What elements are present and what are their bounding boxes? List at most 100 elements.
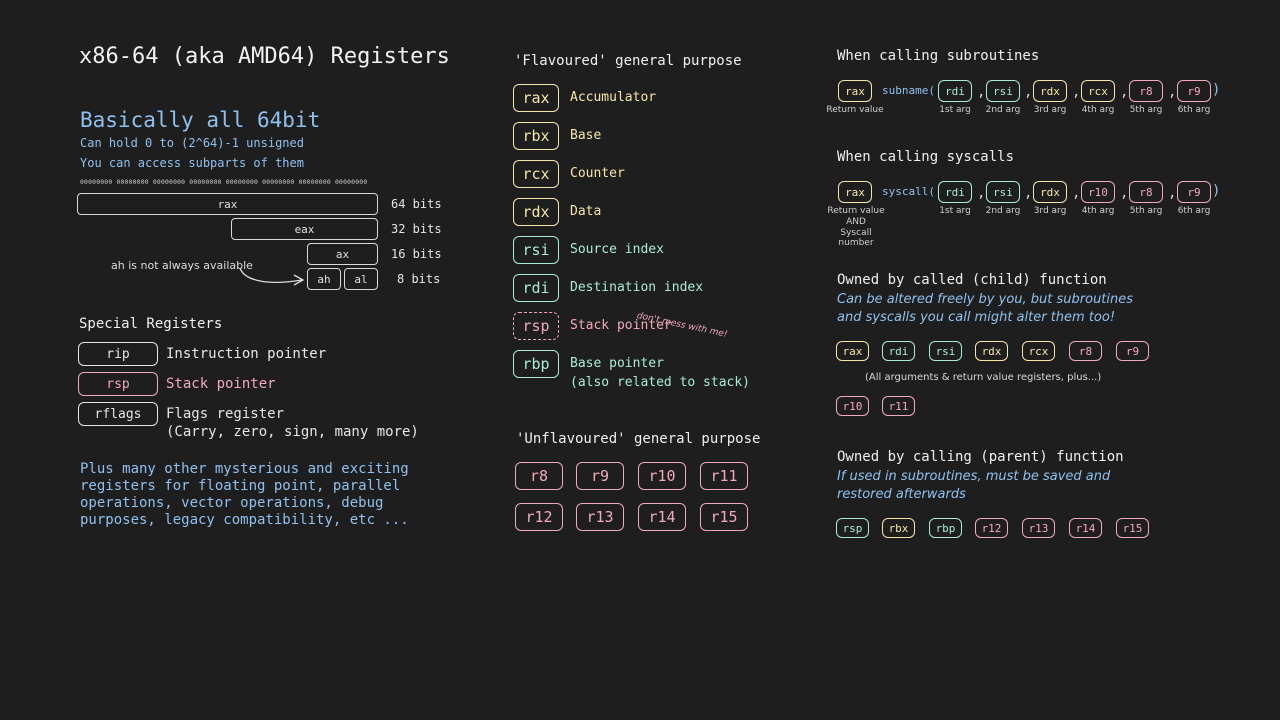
special-reg-rip-label: rip bbox=[106, 346, 130, 362]
special-desc-rflags: Flags register bbox=[166, 406, 285, 422]
syscall-arg-1-label: rdi bbox=[945, 185, 965, 199]
unflavoured-reg-r14: r14 bbox=[638, 503, 686, 531]
subroutine-arg-3: rdx bbox=[1033, 80, 1067, 102]
parent-reg-r12: r12 bbox=[975, 518, 1008, 538]
child-owned-heading: Owned by called (child) function bbox=[837, 272, 1107, 288]
syscall-arg-1-caption: 1st arg bbox=[939, 206, 971, 216]
subroutine-arg-3-caption: 3rd arg bbox=[1033, 105, 1067, 115]
child-reg-r9: r9 bbox=[1116, 341, 1149, 361]
unflavoured-reg-r8-label: r8 bbox=[529, 467, 549, 485]
register-ah-label: ah bbox=[317, 272, 331, 286]
child-reg-rax: rax bbox=[836, 341, 869, 361]
flavoured-reg-rcx: rcx bbox=[513, 160, 559, 188]
unflavoured-reg-r10-label: r10 bbox=[648, 467, 676, 485]
unflavoured-reg-r10: r10 bbox=[638, 462, 686, 490]
flavoured-reg-rdi-label: rdi bbox=[522, 279, 550, 297]
subroutine-arg-6-caption: 6th arg bbox=[1177, 105, 1211, 115]
parent-reg-rbp: rbp bbox=[929, 518, 962, 538]
child-owned-note: (All arguments & return value registers,… bbox=[865, 372, 1102, 383]
subroutine-arg-1: rdi bbox=[938, 80, 972, 102]
child-owned-desc-1: Can be altered freely by you, but subrou… bbox=[837, 292, 1134, 307]
parent-owned-heading: Owned by calling (parent) function bbox=[837, 449, 1124, 465]
parent-reg-r15: r15 bbox=[1116, 518, 1149, 538]
parent-reg-r13: r13 bbox=[1022, 518, 1055, 538]
child-reg-rax-label: rax bbox=[842, 344, 863, 358]
subroutine-arg-4: rcx bbox=[1081, 80, 1115, 102]
flavoured-desc-rbp: Base pointer bbox=[570, 356, 664, 371]
flavoured-reg-rbp: rbp bbox=[513, 350, 559, 378]
flavoured-desc-rdi: Destination index bbox=[570, 280, 704, 295]
parent-reg-r12-label: r12 bbox=[981, 521, 1002, 535]
subroutine-comma-1: , bbox=[977, 84, 986, 100]
syscall-arg-4-caption: 4th arg bbox=[1081, 206, 1115, 216]
special-reg-rsp-label: rsp bbox=[106, 376, 130, 392]
child-reg-rdi-label: rdi bbox=[888, 344, 909, 358]
unflavoured-reg-r11: r11 bbox=[700, 462, 748, 490]
subroutine-comma-4: , bbox=[1120, 84, 1129, 100]
parent-reg-r15-label: r15 bbox=[1122, 521, 1143, 535]
flavoured-reg-rbx: rbx bbox=[513, 122, 559, 150]
flavoured-reg-rsp-label: rsp bbox=[522, 317, 550, 335]
subroutine-comma-2: , bbox=[1024, 84, 1033, 100]
child-reg-rcx-label: rcx bbox=[1028, 344, 1049, 358]
syscall-arg-3-label: rdx bbox=[1040, 185, 1060, 199]
register-al-bar: al bbox=[344, 268, 378, 290]
more-registers-line-2: registers for floating point, parallel bbox=[80, 478, 401, 494]
unflavoured-reg-r12-label: r12 bbox=[525, 508, 553, 526]
register-ax-bar: ax bbox=[307, 243, 378, 265]
subroutine-close-paren: ) bbox=[1212, 82, 1221, 98]
more-registers-line-3: operations, vector operations, debug bbox=[80, 495, 384, 511]
flavoured-reg-rax-label: rax bbox=[522, 89, 550, 107]
flavoured-desc-rbp-detail: (also related to stack) bbox=[570, 375, 751, 390]
special-reg-rflags: rflags bbox=[78, 402, 158, 426]
unflavoured-reg-r13-label: r13 bbox=[586, 508, 614, 526]
unflavoured-reg-r12: r12 bbox=[515, 503, 563, 531]
child-reg-rdi: rdi bbox=[882, 341, 915, 361]
subroutine-arg-2: rsi bbox=[986, 80, 1020, 102]
unflavoured-reg-r13: r13 bbox=[576, 503, 624, 531]
ah-note: ah is not always available bbox=[111, 259, 253, 272]
register-rax-bar: rax bbox=[77, 193, 378, 215]
subroutine-arg-5-caption: 5th arg bbox=[1129, 105, 1163, 115]
more-registers-line-4: purposes, legacy compatibility, etc ... bbox=[80, 512, 409, 528]
flavoured-desc-rdx: Data bbox=[570, 204, 602, 219]
syscall-comma-1: , bbox=[977, 185, 986, 201]
flavoured-reg-rcx-label: rcx bbox=[522, 165, 550, 183]
page-title: x86-64 (aka AMD64) Registers bbox=[79, 44, 450, 69]
unflavoured-reg-r15: r15 bbox=[700, 503, 748, 531]
child-reg-rcx: rcx bbox=[1022, 341, 1055, 361]
flavoured-reg-rsi: rsi bbox=[513, 236, 559, 264]
register-eax-bar: eax bbox=[231, 218, 378, 240]
parent-reg-rsp-label: rsp bbox=[842, 521, 863, 535]
subroutine-func-name: subname( bbox=[882, 84, 935, 97]
subroutines-heading: When calling subroutines bbox=[837, 48, 1040, 64]
subroutine-arg-1-caption: 1st arg bbox=[939, 105, 971, 115]
child-reg-r10-label: r10 bbox=[842, 399, 863, 413]
syscall-close-paren: ) bbox=[1212, 183, 1221, 199]
syscall-arg-3: rdx bbox=[1033, 181, 1067, 203]
flavoured-reg-rax: rax bbox=[513, 84, 559, 112]
register-al-label: al bbox=[354, 272, 368, 286]
flavoured-reg-rdx: rdx bbox=[513, 198, 559, 226]
subroutine-return-caption: Return value bbox=[826, 105, 884, 115]
subroutine-return-reg: rax bbox=[838, 80, 872, 102]
syscalls-heading: When calling syscalls bbox=[837, 149, 1015, 165]
flavoured-desc-rcx: Counter bbox=[570, 166, 625, 181]
child-reg-r8: r8 bbox=[1069, 341, 1102, 361]
syscall-arg-6-label: r9 bbox=[1187, 185, 1201, 199]
syscall-return-caption-1: Return value bbox=[827, 206, 885, 216]
syscall-arg-5-caption: 5th arg bbox=[1129, 206, 1163, 216]
child-reg-r9-label: r9 bbox=[1125, 344, 1140, 358]
flavoured-heading: 'Flavoured' general purpose bbox=[514, 53, 742, 69]
subroutine-arg-4-caption: 4th arg bbox=[1081, 105, 1115, 115]
syscall-comma-5: , bbox=[1168, 185, 1177, 201]
syscall-arg-6-caption: 6th arg bbox=[1177, 206, 1211, 216]
more-registers-line-1: Plus many other mysterious and exciting bbox=[80, 461, 409, 477]
unflavoured-heading: 'Unflavoured' general purpose bbox=[516, 431, 761, 447]
special-heading: Special Registers bbox=[79, 316, 223, 332]
subroutine-return-reg-label: rax bbox=[845, 84, 865, 98]
subroutine-comma-3: , bbox=[1072, 84, 1081, 100]
register-eax-label: eax bbox=[294, 222, 315, 236]
flavoured-reg-rdi: rdi bbox=[513, 274, 559, 302]
flavoured-desc-rax: Accumulator bbox=[570, 90, 657, 105]
